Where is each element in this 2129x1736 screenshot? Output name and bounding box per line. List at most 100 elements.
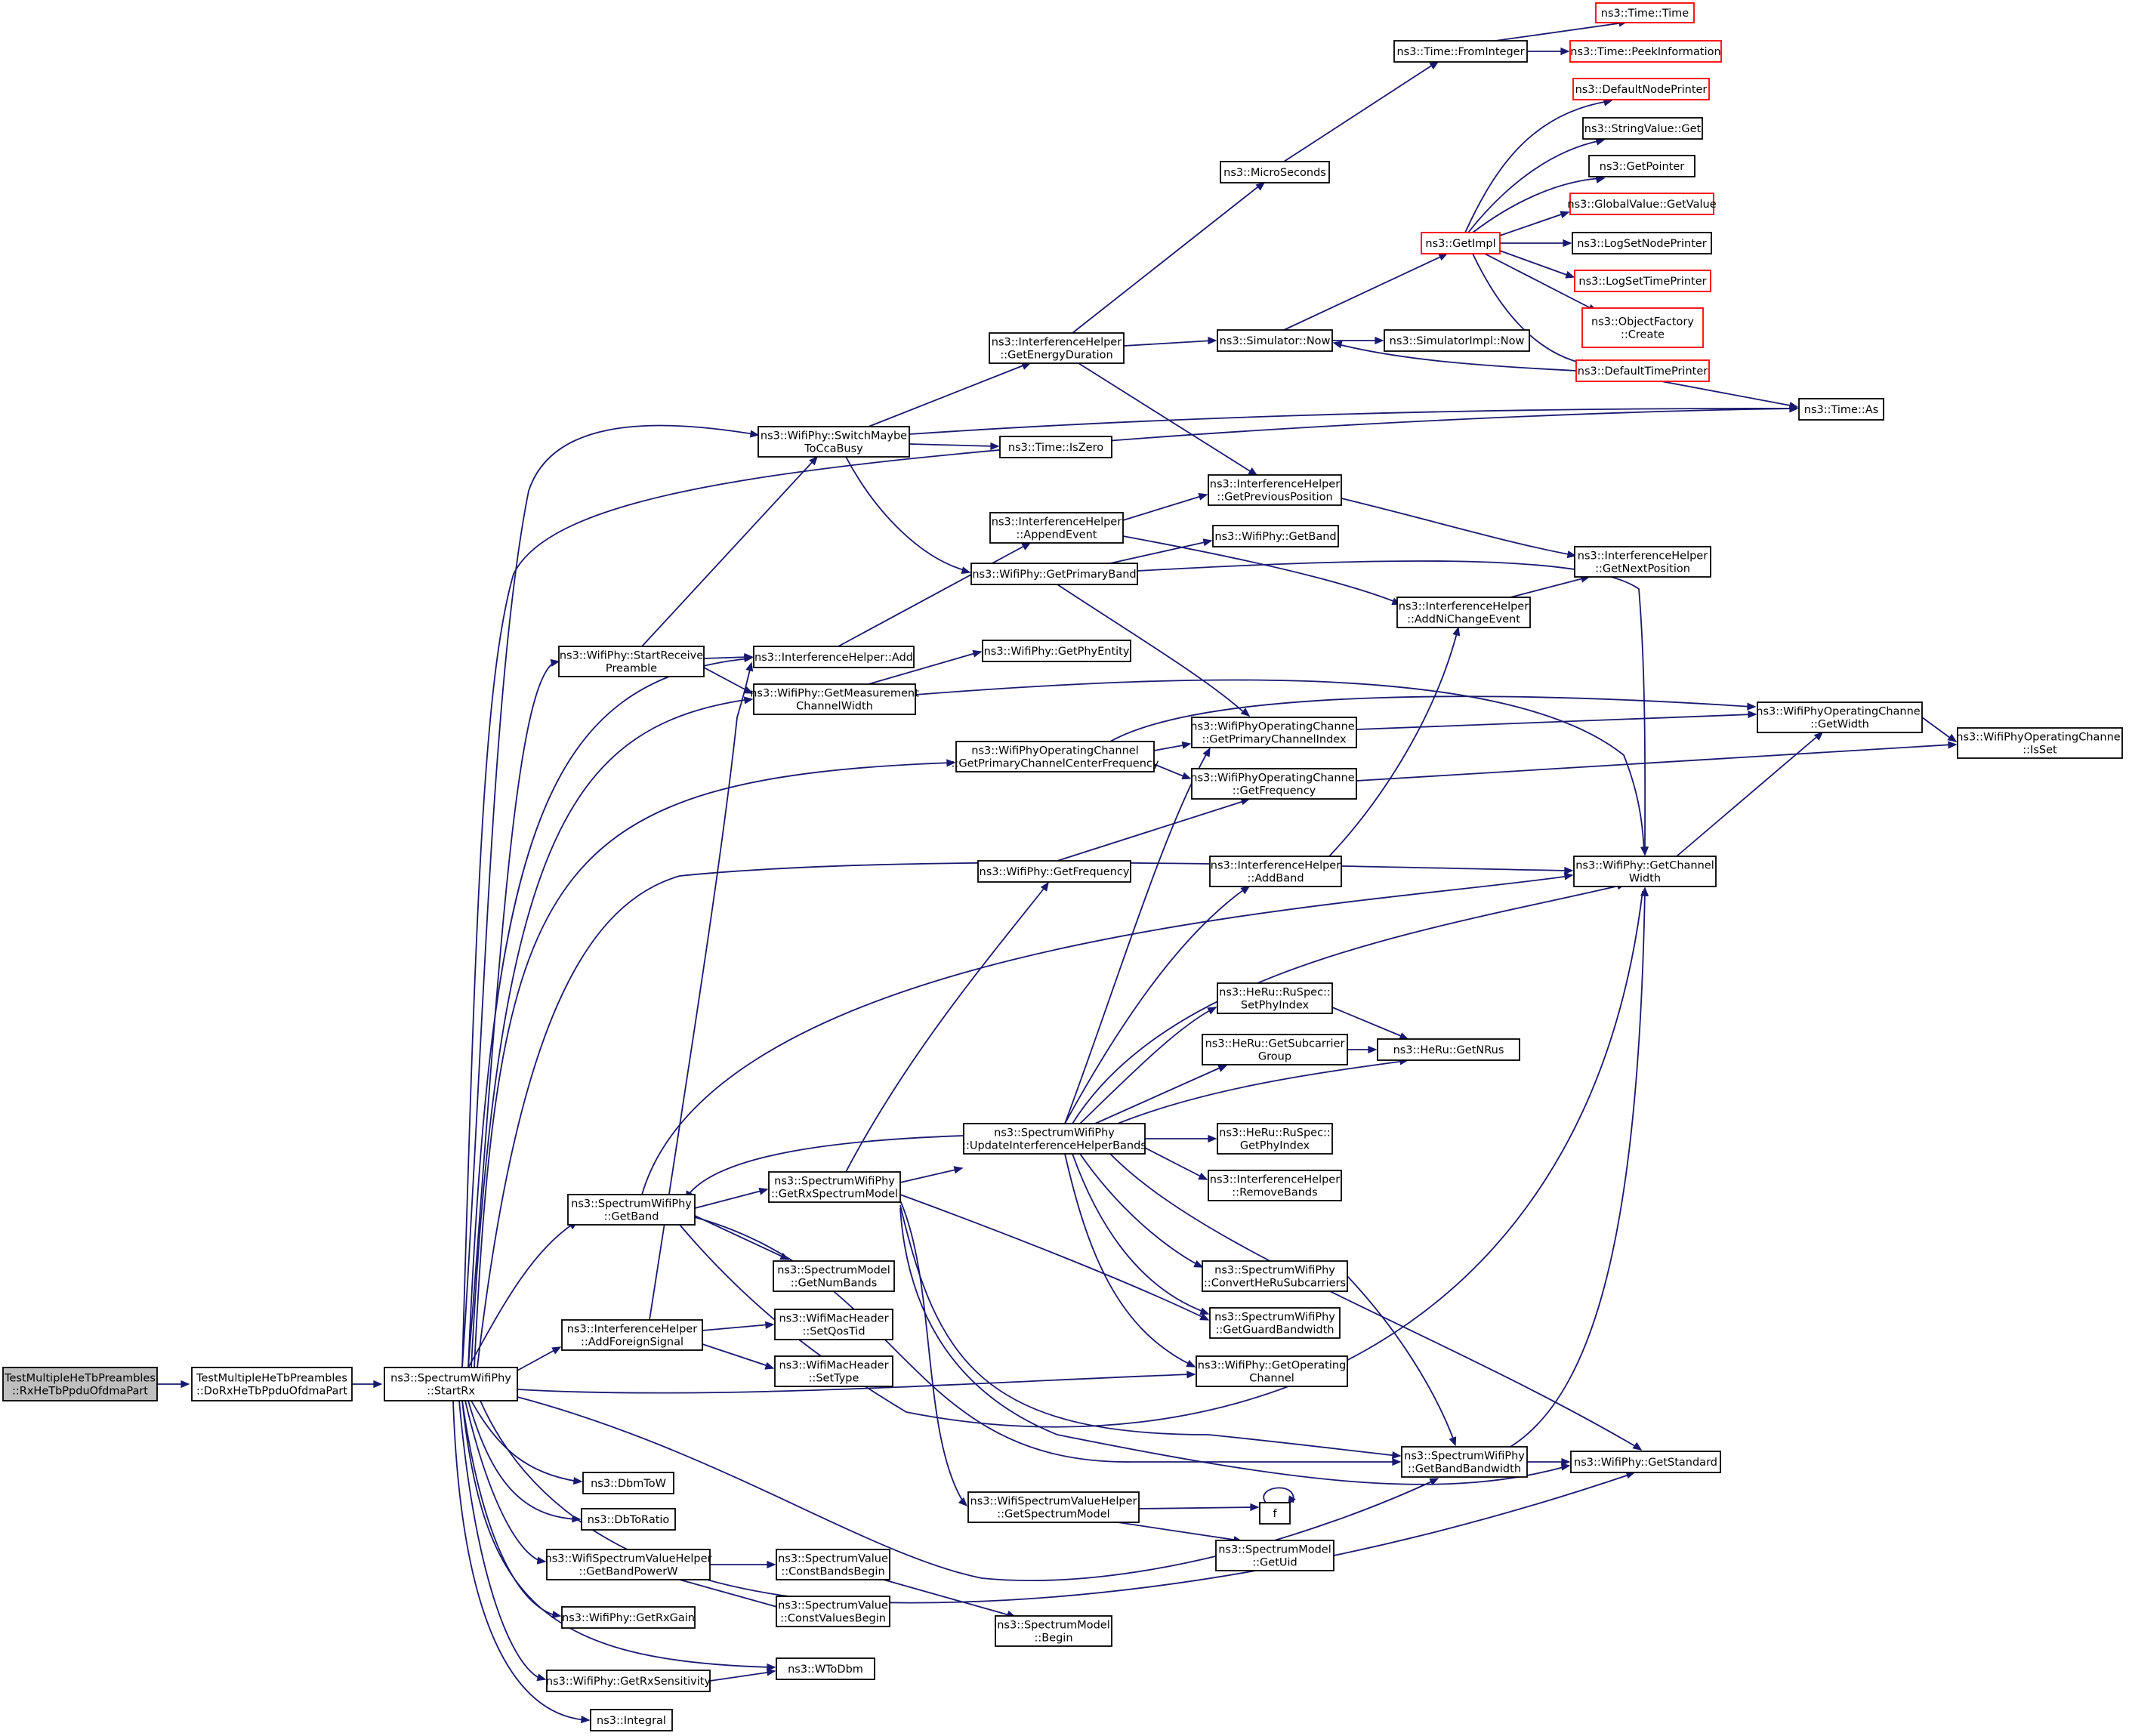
node-n43[interactable]: ns3::HeRu::GetNRus [1377, 1038, 1520, 1061]
node-n10[interactable]: ns3::Simulator::Now [1217, 329, 1333, 352]
node-n36[interactable]: ns3::WifiPhyOperatingChannel::IsSet [1956, 727, 2124, 759]
node-n61[interactable]: f [1259, 1502, 1291, 1525]
node-n68[interactable]: ns3::WifiPhy::GetRxSensitivity [546, 1670, 711, 1692]
node-box [774, 1355, 893, 1387]
node-n59[interactable]: ns3::DbToRatio [581, 1508, 676, 1531]
node-n44[interactable]: ns3::SpectrumWifiPhy::UpdateInterference… [962, 1123, 1146, 1155]
edge-n48-to-n44 [899, 1168, 960, 1183]
node-n12[interactable]: ns3::DefaultNodePrinter [1572, 78, 1710, 100]
node-n30[interactable]: ns3::InterferenceHelper::Add [753, 646, 915, 668]
node-label: ::GetRxSpectrumModel [771, 1189, 898, 1201]
node-n57[interactable]: ns3::WifiPhy::GetStandard [1570, 1451, 1721, 1473]
node-n56[interactable]: ns3::SpectrumWifiPhy::GetBandBandwidth [1401, 1446, 1528, 1478]
edge-n10-to-n11 [1283, 254, 1445, 331]
node-n35[interactable]: ns3::WifiPhyOperatingChannel::GetWidth [1756, 701, 1924, 733]
node-label: ns3::WifiPhyOperatingChannel [1956, 732, 2123, 744]
node-n2[interactable]: TestMultipleHeTbPreambles::DoRxHeTbPpduO… [191, 1367, 353, 1401]
node-n66[interactable]: ns3::SpectrumValue::ConstValuesBegin [776, 1596, 890, 1627]
node-n70[interactable]: ns3::Integral [590, 1709, 673, 1731]
node-label: ns3::LogSetNodePrinter [1577, 238, 1707, 250]
node-n52[interactable]: ns3::InterferenceHelper::AddForeignSigna… [561, 1319, 703, 1351]
node-n13[interactable]: ns3::StringValue::Get [1582, 117, 1703, 140]
node-n27[interactable]: ns3::WifiPhy::GetBand [1212, 525, 1339, 547]
edge-n26-to-n34 [1057, 584, 1247, 715]
node-n53[interactable]: ns3::WifiMacHeader::SetQosTid [774, 1309, 893, 1340]
arrowhead-n47-to-n40 [1563, 872, 1574, 880]
node-n33[interactable]: ns3::WifiPhyOperatingChannel::GetPrimary… [952, 741, 1159, 772]
node-n25[interactable]: ns3::InterferenceHelper::AppendEvent [989, 512, 1124, 544]
node-n45[interactable]: ns3::HeRu::RuSpec::GetPhyIndex [1217, 1123, 1333, 1155]
arrowhead-n48-to-n60 [958, 1497, 968, 1507]
node-n38[interactable]: ns3::WifiPhy::GetFrequency [977, 860, 1131, 883]
node-n17[interactable]: ns3::LogSetTimePrinter [1574, 270, 1711, 292]
node-n51[interactable]: ns3::SpectrumWifiPhy::GetGuardBandwidth [1209, 1307, 1341, 1339]
node-n3[interactable]: ns3::SpectrumWifiPhy::StartRx [384, 1367, 518, 1401]
node-n64[interactable]: ns3::SpectrumValue::ConstBandsBegin [776, 1549, 890, 1580]
edge-n23-to-n24 [1341, 498, 1573, 556]
node-n34[interactable]: ns3::WifiPhyOperatingChannel::GetPrimary… [1190, 717, 1358, 748]
node-n5[interactable]: ns3::InterferenceHelper::GetEnergyDurati… [989, 332, 1125, 364]
node-n7[interactable]: ns3::Time::FromInteger [1393, 40, 1528, 63]
node-n58[interactable]: ns3::DbmToW [582, 1472, 674, 1494]
node-n49[interactable]: ns3::SpectrumModel::GetNumBands [773, 1260, 895, 1292]
node-label: ::GetPrimaryChannelCenterFrequency [952, 758, 1159, 770]
node-n22[interactable]: ns3::Time::IsZero [999, 436, 1112, 458]
node-n24[interactable]: ns3::InterferenceHelper::GetNextPosition [1574, 546, 1711, 578]
node-n31[interactable]: ns3::WifiPhy::GetPhyEntity [982, 640, 1131, 662]
node-n20[interactable]: ns3::SimulatorImpl::Now [1384, 329, 1530, 352]
node-n28[interactable]: ns3::InterferenceHelper::AddNiChangeEven… [1396, 597, 1531, 628]
edge-n40-to-n35 [1676, 733, 1821, 857]
node-n14[interactable]: ns3::GetPointer [1588, 155, 1695, 177]
arrowhead-n44-to-n51 [1199, 1307, 1210, 1315]
node-n8[interactable]: ns3::Time::Time [1595, 2, 1695, 23]
node-n65[interactable]: ns3::SpectrumModel::Begin [995, 1615, 1112, 1647]
node-box [1217, 329, 1333, 352]
node-n54[interactable]: ns3::WifiMacHeader::SetType [774, 1355, 893, 1387]
node-label: ns3::InterferenceHelper [992, 516, 1122, 529]
arrowhead-n3-to-n33 [946, 759, 956, 767]
node-label: ::RxHeTbPpduOfdmaPart [12, 1386, 148, 1398]
node-box [1202, 1260, 1348, 1292]
node-n48[interactable]: ns3::SpectrumWifiPhy::GetRxSpectrumModel [768, 1171, 901, 1203]
node-n15[interactable]: ns3::GlobalValue::GetValue [1567, 193, 1717, 215]
node-n62[interactable]: ns3::SpectrumModel::GetUid [1215, 1540, 1334, 1571]
node-n47[interactable]: ns3::SpectrumWifiPhy::GetBand [567, 1194, 696, 1226]
node-n21[interactable]: ns3::Time::As [1798, 398, 1884, 421]
node-n9[interactable]: ns3::Time::PeekInformation [1569, 40, 1722, 63]
node-n50[interactable]: ns3::SpectrumWifiPhy::ConvertHeRuSubcarr… [1202, 1260, 1348, 1292]
node-n41[interactable]: ns3::HeRu::RuSpec::SetPhyIndex [1217, 982, 1333, 1014]
node-label: ns3::InterferenceHelper [1211, 860, 1341, 872]
node-box [1569, 193, 1714, 215]
node-box [753, 646, 915, 668]
node-n26[interactable]: ns3::WifiPhy::GetPrimaryBand [970, 563, 1138, 585]
node-box [1208, 474, 1342, 506]
node-box [581, 1508, 676, 1531]
node-n19[interactable]: ns3::DefaultTimePrinter [1575, 359, 1710, 382]
node-n69[interactable]: ns3::WToDbm [776, 1657, 875, 1680]
node-n60[interactable]: ns3::WifiSpectrumValueHelper::GetSpectru… [967, 1491, 1140, 1523]
edge-n3-to-n47 [467, 1223, 575, 1368]
node-n23[interactable]: ns3::InterferenceHelper::GetPreviousPosi… [1208, 474, 1342, 506]
edge-n50-to-n56 [1347, 1275, 1455, 1443]
node-n18[interactable]: ns3::ObjectFactory::Create [1581, 307, 1704, 348]
node-n1[interactable]: TestMultipleHeTbPreambles::RxHeTbPpduOfd… [2, 1367, 158, 1401]
node-label: TestMultipleHeTbPreambles [196, 1373, 347, 1385]
arrowhead-n3-to-n40 [1564, 866, 1574, 875]
node-n37[interactable]: ns3::WifiPhyOperatingChannel::GetFrequen… [1190, 768, 1358, 800]
node-n16[interactable]: ns3::LogSetNodePrinter [1572, 232, 1712, 254]
node-n63[interactable]: ns3::WifiSpectrumValueHelper::GetBandPow… [545, 1549, 712, 1580]
arrowhead-n26-to-n34 [1240, 708, 1251, 717]
node-n39[interactable]: ns3::InterferenceHelper::AddBand [1209, 856, 1342, 887]
node-n6[interactable]: ns3::MicroSeconds [1220, 161, 1330, 183]
node-n46[interactable]: ns3::InterferenceHelper::RemoveBands [1208, 1170, 1342, 1201]
node-n67[interactable]: ns3::WifiPhy::GetRxGain [561, 1606, 696, 1629]
node-label: ns3::Time::As [1804, 404, 1878, 416]
node-n11[interactable]: ns3::GetImpl [1421, 232, 1501, 254]
edge-n52-to-n54 [702, 1343, 771, 1368]
